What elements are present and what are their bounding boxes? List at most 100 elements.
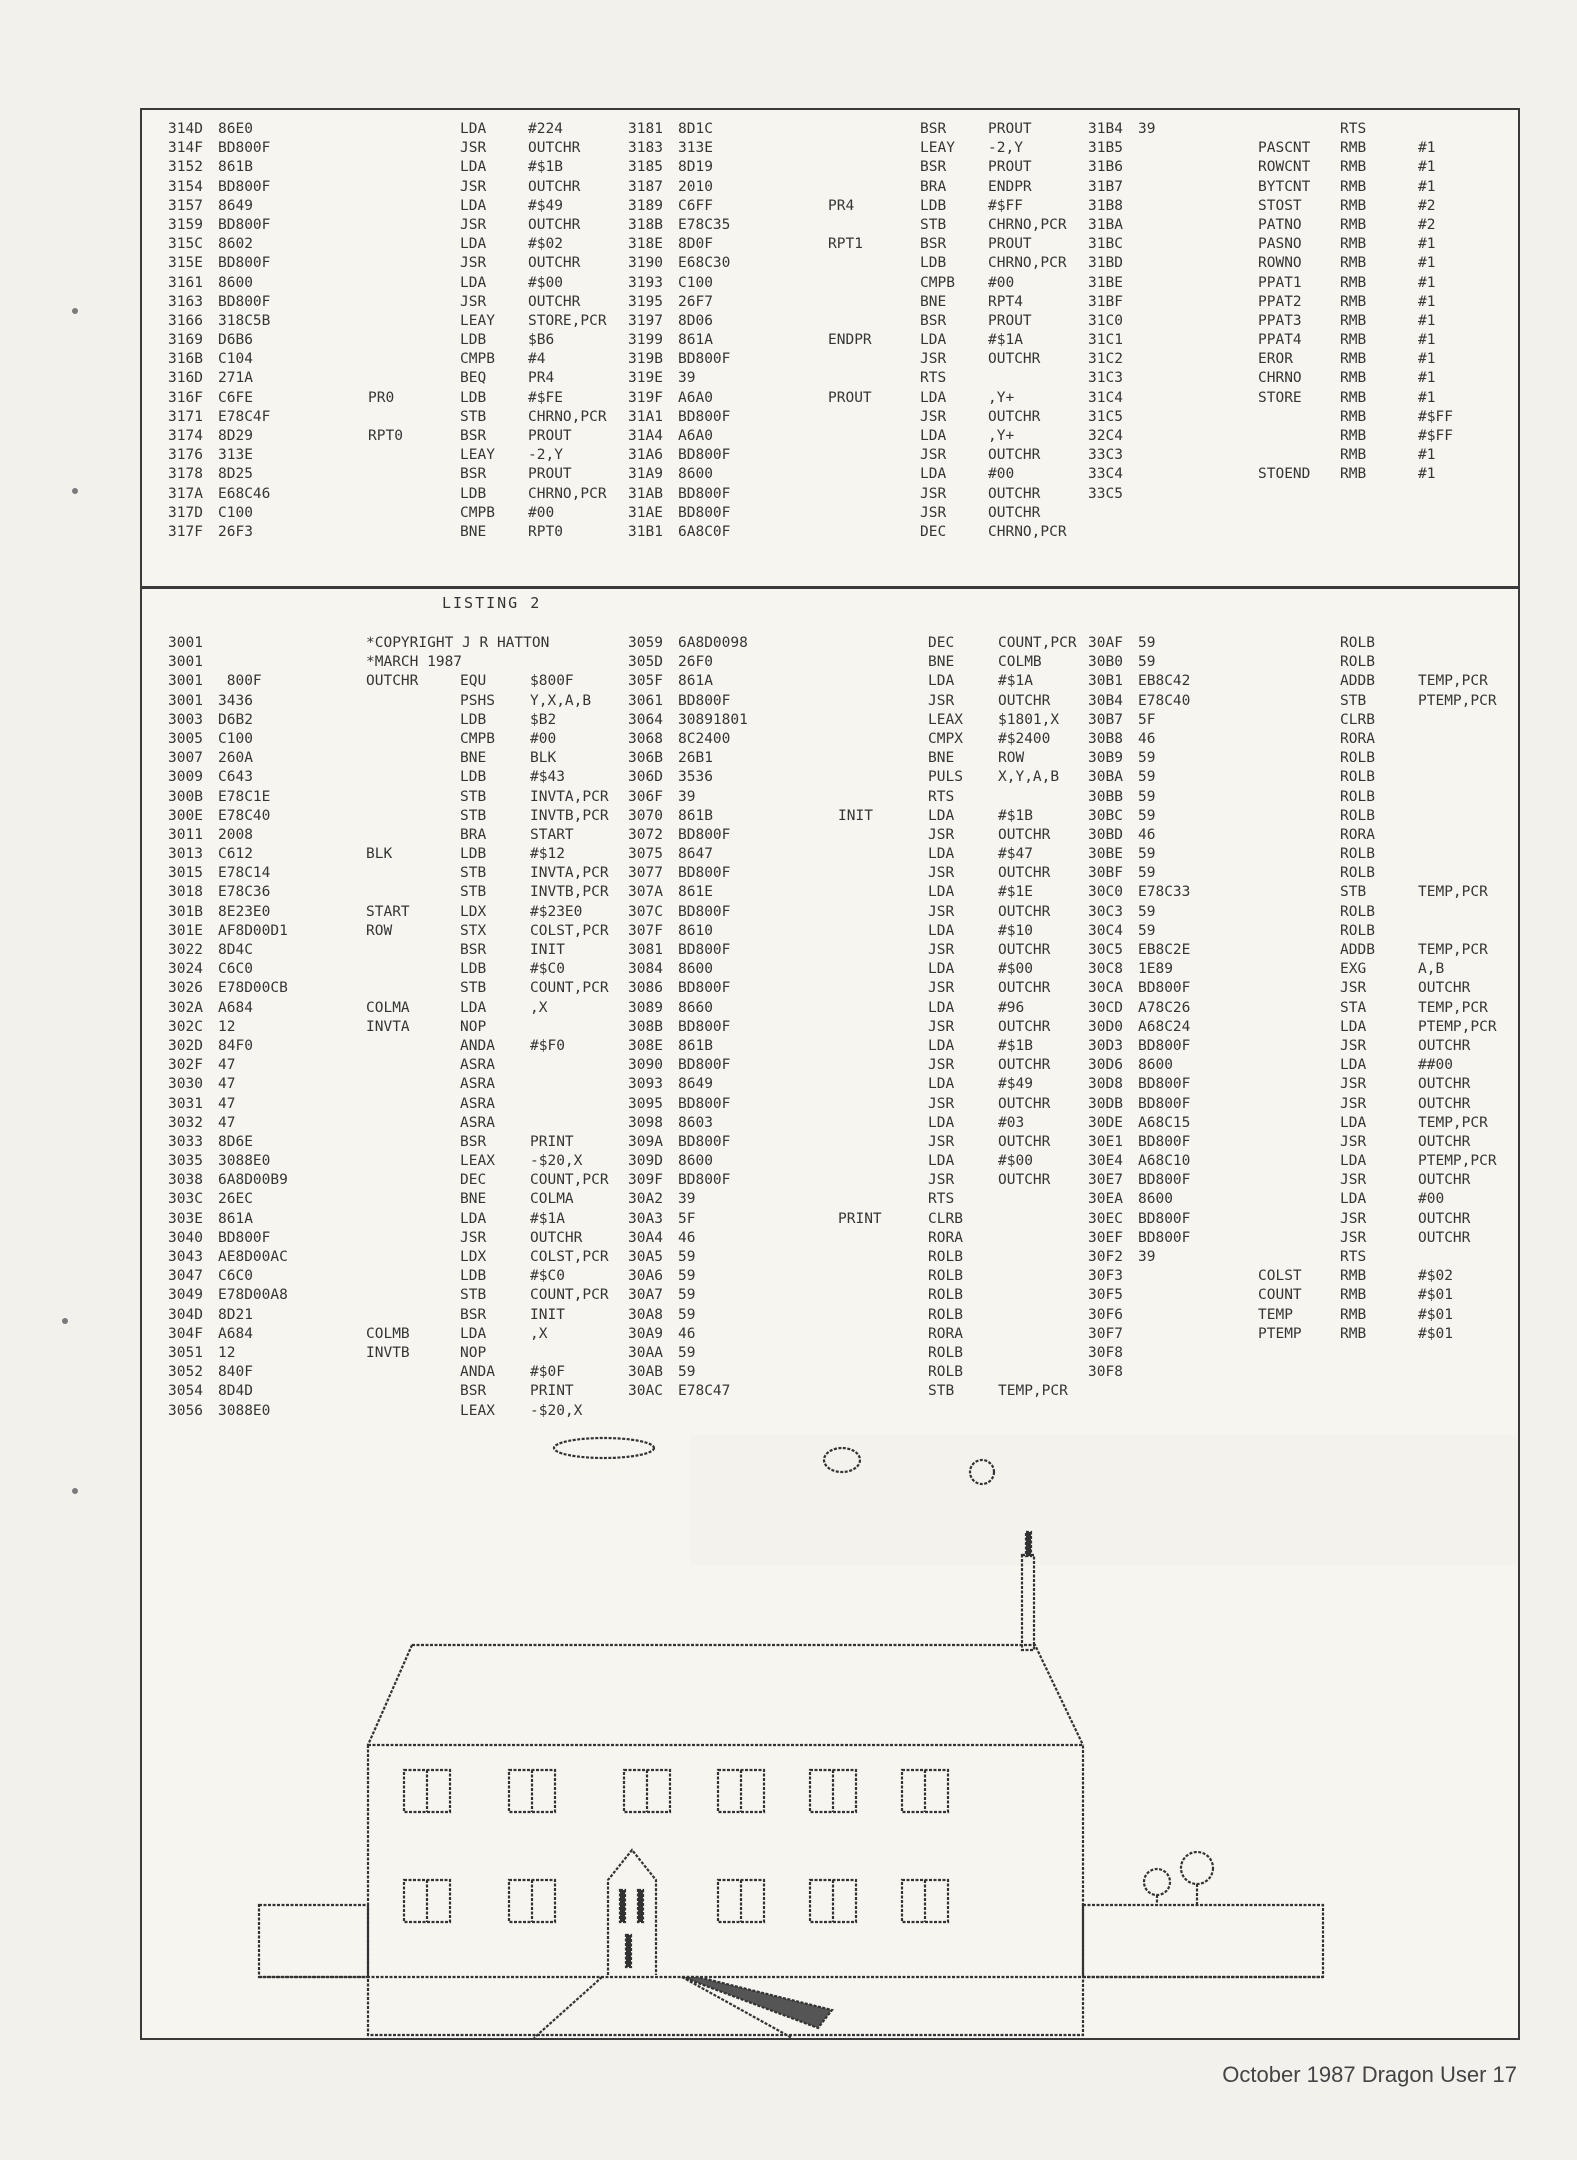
operand-cell: PROUT <box>988 121 1032 137</box>
operand-cell: $B2 <box>530 711 557 728</box>
address-cell: 30CA <box>1088 980 1123 997</box>
address-cell: 31B1 <box>628 523 663 540</box>
label-cell: PASCNT <box>1258 140 1311 157</box>
mnemonic-cell: JSR <box>920 504 947 521</box>
shrub-icon <box>1142 1867 1172 1897</box>
opcode-bytes-cell: 59 <box>1138 865 1156 882</box>
mnemonic-cell: LDB <box>460 389 487 406</box>
address-cell: 315C <box>168 236 203 253</box>
address-cell: 30CD <box>1088 999 1123 1016</box>
listing-line: 3001*COPYRIGHT J R HATTON <box>168 634 608 653</box>
operand-cell: PTEMP,PCR <box>1418 1153 1497 1170</box>
address-cell: 3169 <box>168 332 203 349</box>
operand-cell: #224 <box>528 121 563 137</box>
roof <box>412 1643 1084 1746</box>
address-cell: 31A4 <box>628 428 663 444</box>
mnemonic-cell: LDB <box>460 961 487 978</box>
mnemonic-cell: BEQ <box>460 370 487 387</box>
address-cell: 31B5 <box>1088 140 1123 157</box>
mnemonic-cell: LDA <box>928 1114 955 1131</box>
opcode-bytes-cell: A684 <box>218 1325 253 1342</box>
sun-icon <box>968 1458 996 1486</box>
operand-cell: OUTCHR <box>1418 1229 1471 1246</box>
address-cell: 30A8 <box>628 1306 663 1323</box>
binder-hole <box>72 308 78 314</box>
operand-cell: Y,X,A,B <box>530 692 592 709</box>
address-cell: 3043 <box>168 1249 203 1265</box>
address-cell: 314D <box>168 121 203 137</box>
opcode-bytes-cell: 861A <box>678 332 713 349</box>
address-cell: 30BF <box>1088 865 1123 882</box>
opcode-bytes-cell: BD800F <box>678 504 731 521</box>
operand-cell: -2,Y <box>528 447 563 464</box>
opcode-bytes-cell: 861B <box>678 807 713 824</box>
opcode-bytes-cell: 861A <box>218 1210 253 1227</box>
opcode-bytes-cell: EB8C42 <box>1138 673 1191 690</box>
operand-cell: ,Y+ <box>988 389 1015 406</box>
operand-cell: #4 <box>528 351 546 368</box>
operand-cell: OUTCHR <box>998 903 1051 920</box>
address-cell: 31BD <box>1088 255 1123 272</box>
mnemonic-cell: LDA <box>1340 1191 1367 1208</box>
label-cell: ROWCNT <box>1258 159 1311 176</box>
opcode-bytes-cell: 8600 <box>678 466 713 483</box>
address-cell: 3015 <box>168 865 203 882</box>
address-cell: 3033 <box>168 1133 203 1150</box>
mnemonic-cell: LDA <box>460 274 487 291</box>
mnemonic-cell: JSR <box>460 140 487 157</box>
opcode-bytes-cell: C6FF <box>678 197 713 214</box>
operand-cell: #$47 <box>998 846 1033 863</box>
address-cell: 304F <box>168 1325 203 1342</box>
mnemonic-cell: LEAY <box>460 447 495 464</box>
mnemonic-cell: PSHS <box>460 692 495 709</box>
address-cell: 3054 <box>168 1383 203 1400</box>
mnemonic-cell: RMB <box>1340 274 1367 291</box>
mnemonic-cell: ADDB <box>1340 673 1375 690</box>
address-cell: 31AB <box>628 485 663 502</box>
mnemonic-cell: NOP <box>460 1018 487 1035</box>
mnemonic-cell: JSR <box>1340 1172 1367 1189</box>
operand-cell: #1 <box>1418 274 1436 291</box>
mnemonic-cell: RMB <box>1340 466 1367 483</box>
mnemonic-cell: JSR <box>928 980 955 997</box>
mnemonic-cell: RMB <box>1340 370 1367 387</box>
opcode-bytes-cell: 8660 <box>678 999 713 1016</box>
mnemonic-cell: CMPB <box>460 730 495 747</box>
opcode-bytes-cell: E78D00A8 <box>218 1287 288 1304</box>
mnemonic-cell: JSR <box>460 178 487 195</box>
page-footer: October 1987 Dragon User 17 <box>1222 2062 1517 2087</box>
mnemonic-cell: RMB <box>1340 351 1367 368</box>
operand-cell: ,Y+ <box>988 428 1015 444</box>
operand-cell: OUTCHR <box>998 1133 1051 1150</box>
mnemonic-cell: LDA <box>1340 1114 1367 1131</box>
operand-cell: #$1B <box>998 1037 1033 1054</box>
mnemonic-cell: JSR <box>1340 1229 1367 1246</box>
mnemonic-cell: JSR <box>928 1172 955 1189</box>
label-cell: ROW <box>366 922 393 939</box>
mnemonic-cell: JSR <box>920 447 947 464</box>
operand-cell: #$1E <box>998 884 1033 901</box>
operand-cell: COUNT,PCR <box>530 1172 609 1189</box>
address-cell: 30EF <box>1088 1229 1123 1246</box>
address-cell: 3163 <box>168 293 203 310</box>
opcode-bytes-cell: 26B1 <box>678 750 713 767</box>
